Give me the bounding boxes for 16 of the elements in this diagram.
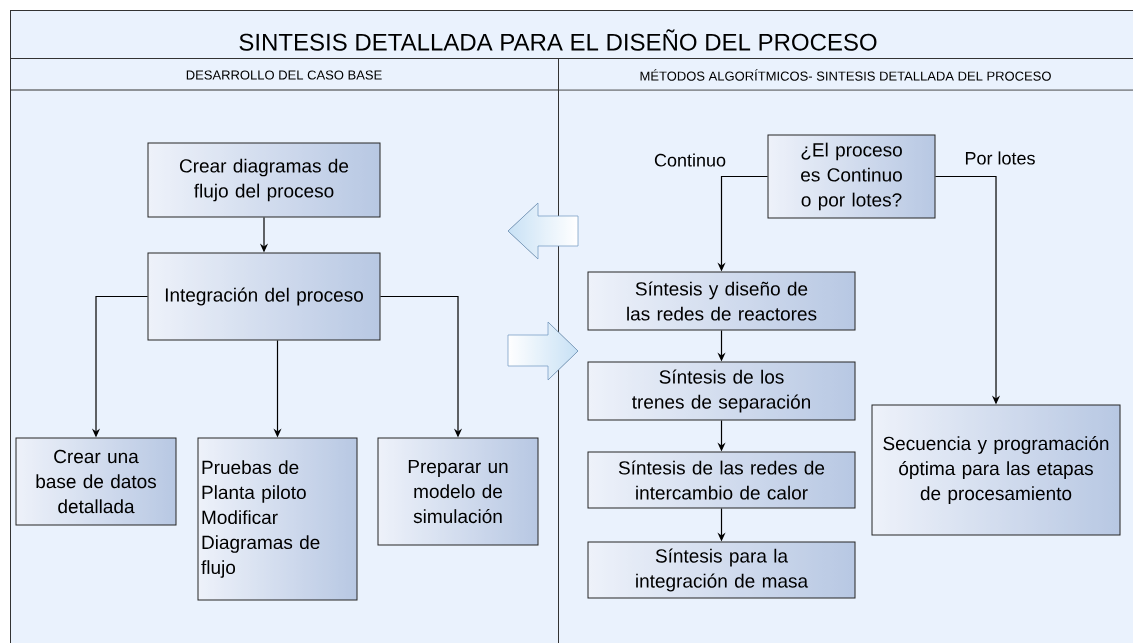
process-box: ¿El proceso es Continuo o por lotes? <box>767 134 936 219</box>
process-box: Preparar un modelo de simulación <box>377 437 539 546</box>
process-box: Síntesis y diseño de las redes de reactores <box>587 271 856 331</box>
title: SINTESIS DETALLADA PARA EL DISEÑO DEL PROCESO <box>239 29 877 51</box>
process-box: Síntesis de las redes de intercambio de calor <box>587 451 856 509</box>
node-label: DESARROLLO DEL CASO BASE <box>186 70 382 80</box>
edge-label: Por lotes <box>965 151 1035 165</box>
process-box: Pruebas de Planta piloto Modificar Diagramas de flujo <box>197 437 358 601</box>
node-label: MÉTODOS ALGORÍTMICOS- SINTESIS DETALLADA DEL PROCESO <box>640 69 1051 81</box>
process-box: Crear una base de datos detallada <box>15 437 177 526</box>
process-box: Crear diagramas de flujo del proceso <box>147 142 381 218</box>
process-box: Secuencia y programación óptima para las etapas de procesamiento <box>871 404 1121 536</box>
edge-label: Continuo <box>654 153 726 167</box>
process-box: Síntesis de los trenes de separación <box>587 361 856 421</box>
process-box: Síntesis para la integración de masa <box>587 541 856 599</box>
process-box: Integración del proceso <box>147 252 381 341</box>
